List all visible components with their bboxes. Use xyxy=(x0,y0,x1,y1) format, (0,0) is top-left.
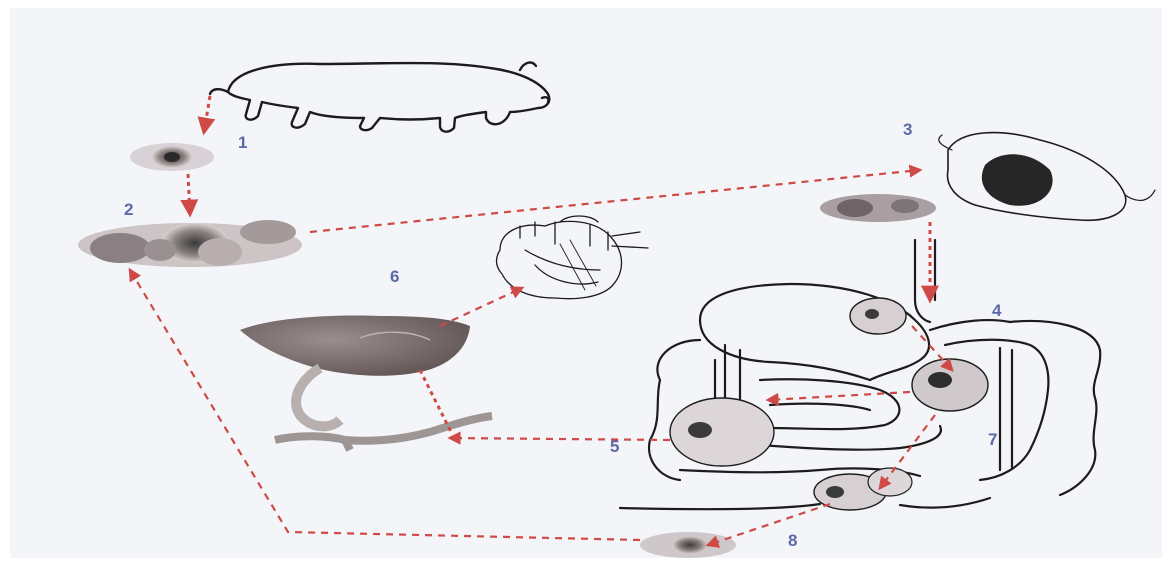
stage-label-3: 3 xyxy=(903,120,912,139)
stage-label-1: 1 xyxy=(238,133,247,152)
stage-label-6: 6 xyxy=(390,267,399,286)
diagram-background xyxy=(10,8,1162,558)
oocyst-icon xyxy=(130,143,214,171)
stage-label-8: 8 xyxy=(788,531,797,550)
stage-label-4: 4 xyxy=(992,301,1002,320)
stage-label-2: 2 xyxy=(124,200,133,219)
stage-label-5: 5 xyxy=(610,437,619,456)
stage-label-7: 7 xyxy=(988,430,997,449)
oocyst-icon xyxy=(640,532,736,558)
